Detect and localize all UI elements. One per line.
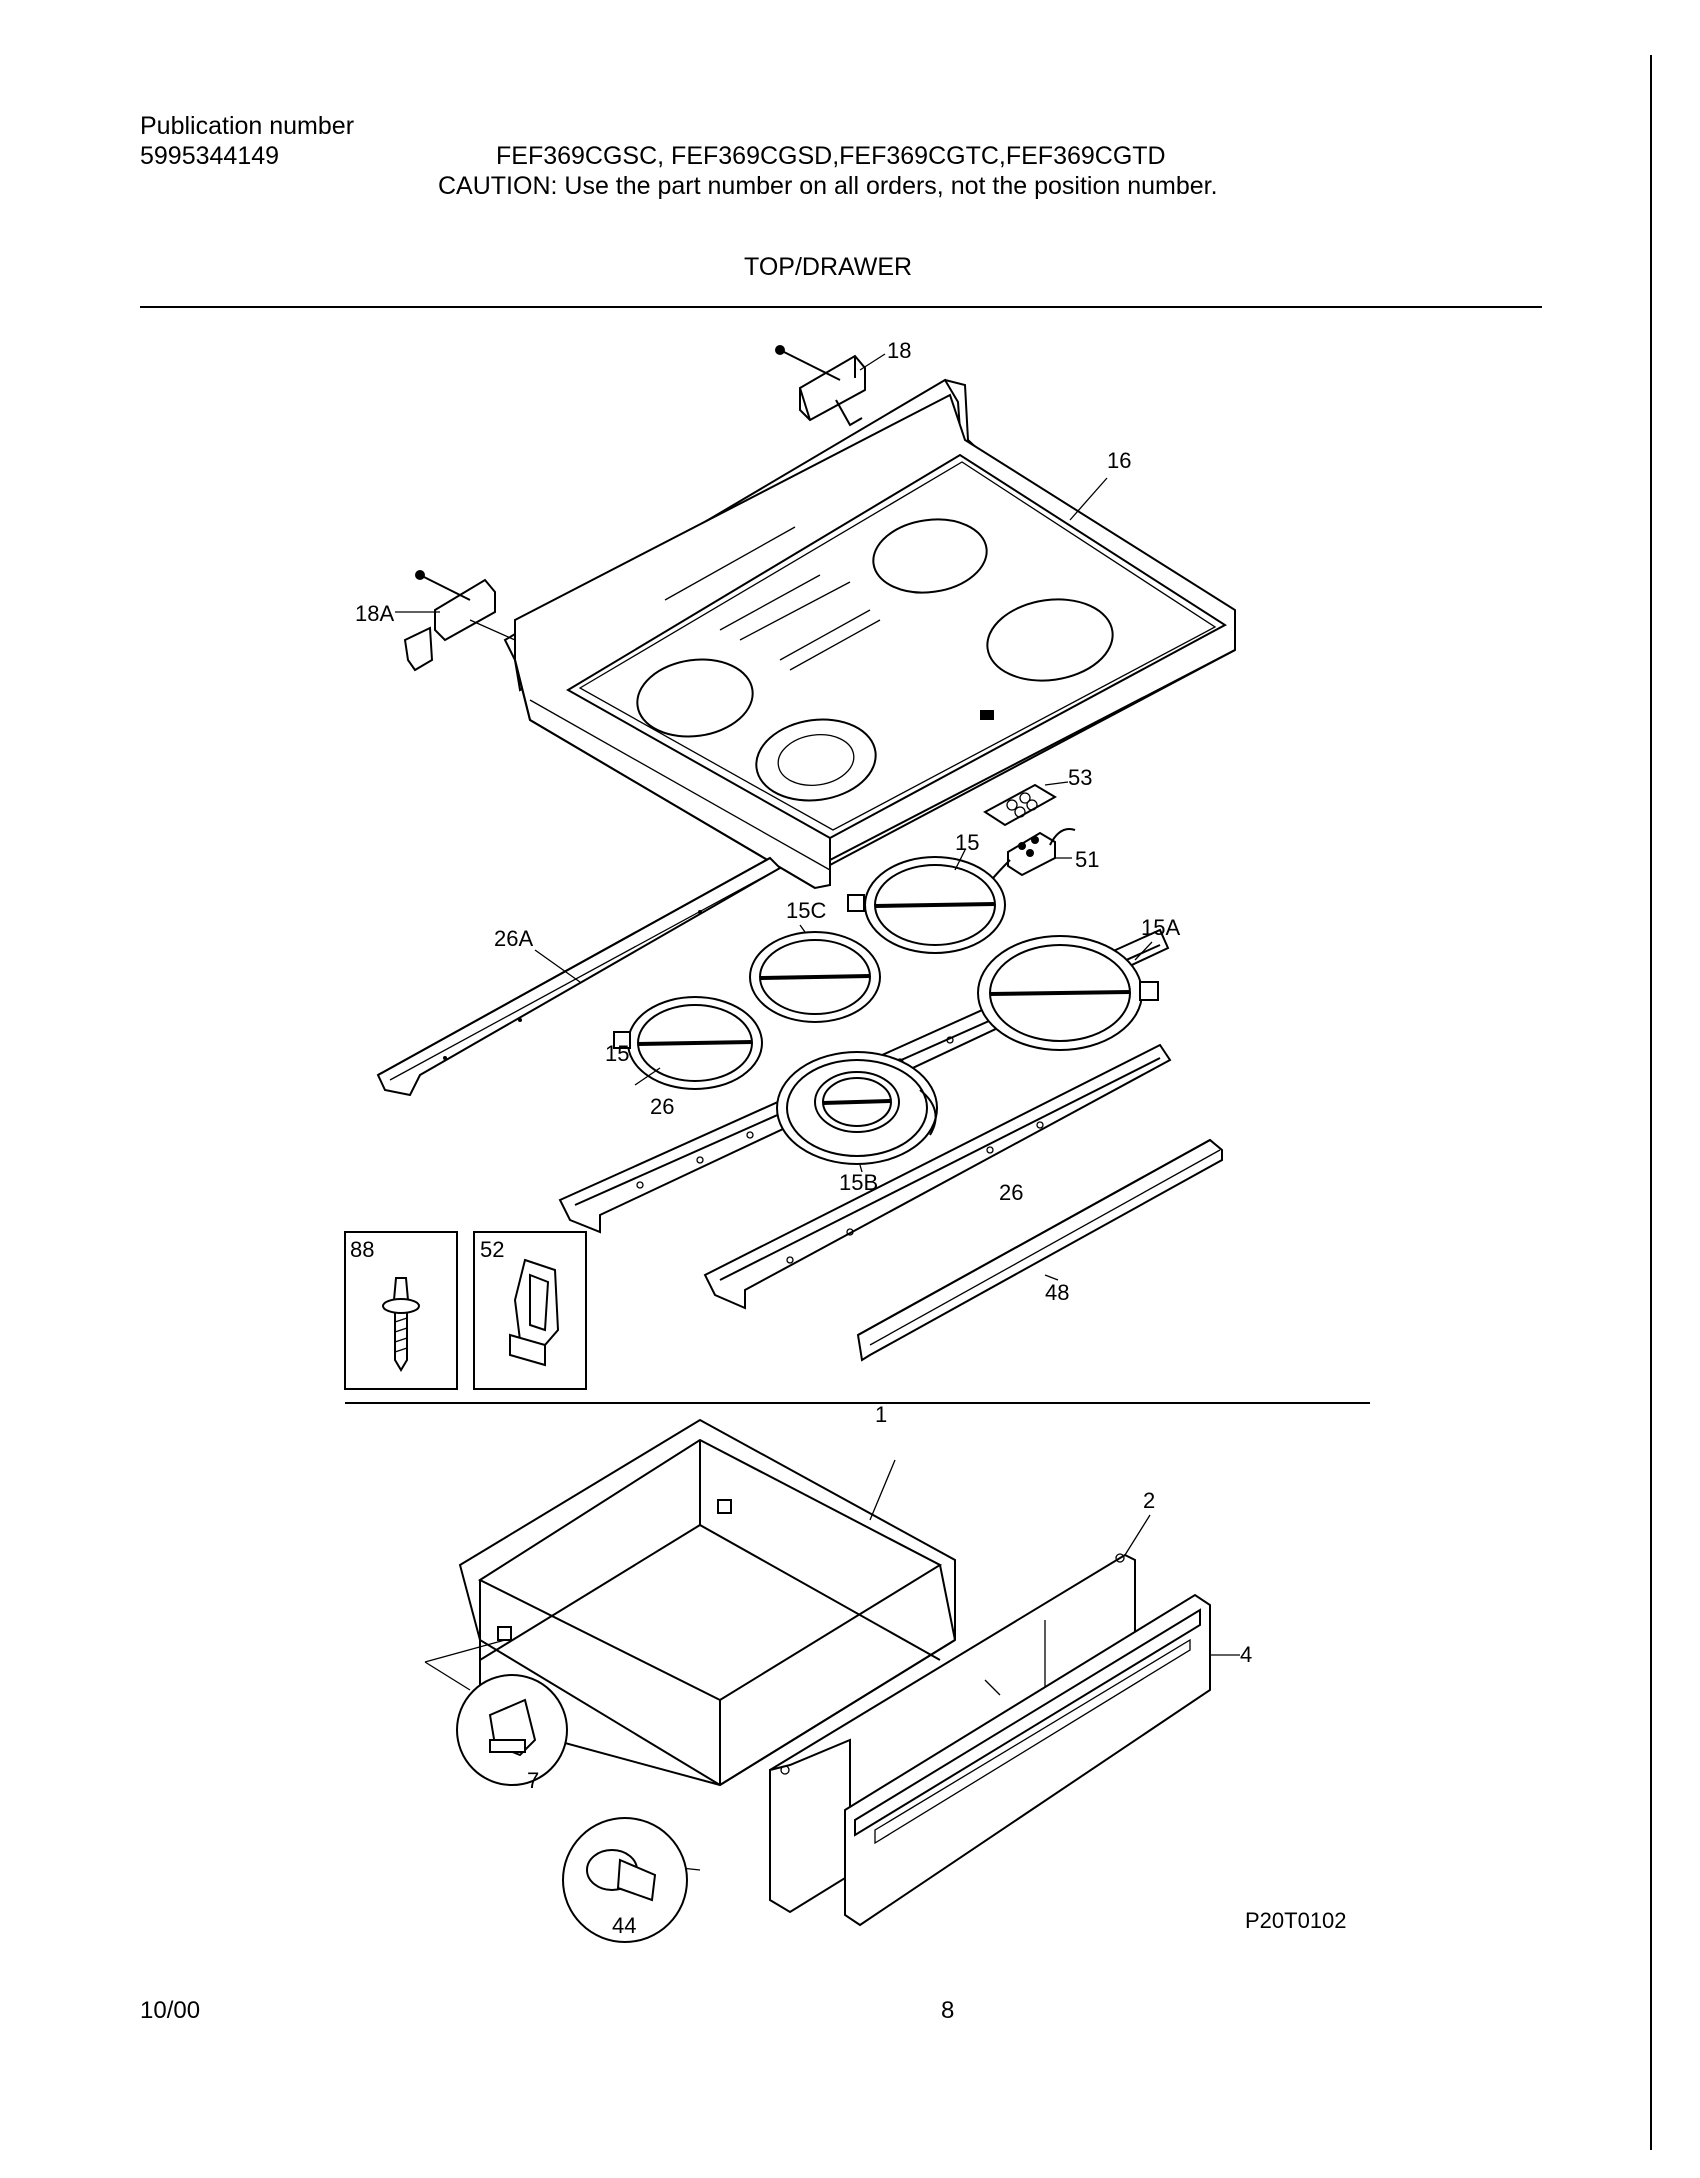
callout-15-top: 15 <box>955 830 979 855</box>
shield-48 <box>856 1138 1223 1362</box>
callout-26a: 26A <box>494 926 533 951</box>
hinge-bracket-18a <box>395 570 516 672</box>
callout-48: 48 <box>1045 1280 1069 1305</box>
callout-4: 4 <box>1240 1642 1252 1667</box>
inset-box-88 <box>344 1231 458 1390</box>
radiant-element-15c <box>749 924 881 1023</box>
callout-26-right: 26 <box>999 1180 1023 1205</box>
callout-53: 53 <box>1068 765 1092 790</box>
page-number: 8 <box>941 1997 955 2024</box>
publication-label: Publication number <box>140 112 355 140</box>
footer-date: 10/00 <box>140 1997 201 2024</box>
callout-16: 16 <box>1107 448 1131 473</box>
section-title: TOP/DRAWER <box>744 253 913 281</box>
caution-note: CAUTION: Use the part number on all orde… <box>438 172 1218 200</box>
radiant-element-15-top <box>847 849 1006 954</box>
callout-2: 2 <box>1143 1488 1155 1513</box>
callout-18: 18 <box>887 338 911 363</box>
callout-1: 1 <box>875 1402 887 1427</box>
inset-box-52 <box>473 1231 587 1390</box>
cooktop-assembly <box>503 378 1236 890</box>
radiant-element-15a <box>977 935 1159 1051</box>
callout-51: 51 <box>1075 847 1099 872</box>
drawer-assembly <box>424 1418 1240 1943</box>
model-numbers: FEF369CGSC, FEF369CGSD,FEF369CGTC,FEF369… <box>496 142 1166 170</box>
radiant-element-15b <box>776 1051 938 1173</box>
callout-15b: 15B <box>839 1170 878 1195</box>
callout-18a: 18A <box>355 601 394 626</box>
callout-15c: 15C <box>786 898 826 923</box>
rail-26-right <box>703 1043 1172 1310</box>
callout-15a: 15A <box>1141 915 1180 940</box>
terminal-block <box>979 781 1076 896</box>
callout-88: 88 <box>350 1237 374 1262</box>
callout-15-left: 15 <box>605 1041 629 1066</box>
hinge-bracket-18 <box>775 345 886 427</box>
drawing-code: P20T0102 <box>1245 1908 1347 1933</box>
publication-number: 5995344149 <box>140 142 280 170</box>
rail-26a <box>376 856 782 1097</box>
radiant-element-15-left <box>613 996 763 1090</box>
callout-44: 44 <box>612 1913 636 1938</box>
callout-52: 52 <box>480 1237 504 1262</box>
callout-7: 7 <box>527 1768 539 1793</box>
callout-26-left: 26 <box>650 1094 674 1119</box>
